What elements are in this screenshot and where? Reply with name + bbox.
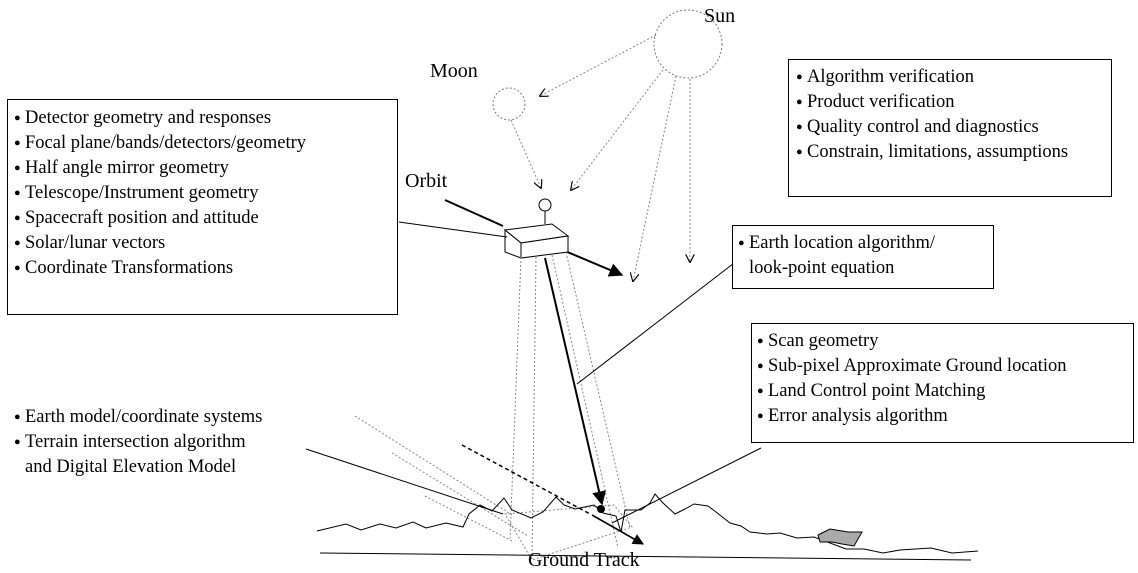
list-item: ●Terrain intersection algorithm	[14, 430, 314, 455]
ground-track-label: Ground Track	[528, 549, 640, 571]
bullet-icon: ●	[796, 71, 803, 83]
orbit-arrow-out	[564, 250, 624, 277]
fov-line	[531, 256, 537, 561]
bullet-icon: ●	[14, 436, 21, 448]
list-item: ●Coordinate Transformations	[14, 256, 397, 281]
bullet-icon: ●	[14, 411, 21, 423]
fov-line	[551, 254, 619, 549]
sun-label: Sun	[704, 5, 736, 27]
leader-earth-location	[576, 259, 739, 385]
moon-label: Moon	[430, 60, 478, 82]
bullet-icon: ●	[757, 335, 764, 347]
bullet-icon: ●	[757, 410, 764, 422]
bullet-icon: ●	[14, 262, 21, 274]
list-item: ●Solar/lunar vectors	[14, 231, 397, 256]
geometry-box: ●Detector geometry and responses ●Focal …	[7, 99, 398, 315]
bullet-icon: ●	[14, 212, 21, 224]
list-item: ●Product verification	[796, 90, 1111, 115]
leader-earth-model	[305, 448, 504, 515]
bullet-icon: ●	[14, 162, 21, 174]
spacecraft	[503, 198, 570, 259]
bullet-icon: ●	[796, 146, 803, 158]
list-item: ●Spacecraft position and attitude	[14, 206, 397, 231]
bullet-icon: ●	[14, 137, 21, 149]
bullet-icon: ●	[796, 121, 803, 133]
ground-track-dash	[461, 444, 591, 515]
sun-to-spacecraft-ray	[571, 69, 664, 190]
bullet-icon: ●	[14, 237, 21, 249]
list-item: look-point equation	[749, 258, 895, 278]
list-item: ●Quality control and diagnostics	[796, 115, 1111, 140]
list-item: ●Earth location algorithm/	[738, 231, 993, 256]
sun-to-moon-ray	[540, 34, 657, 96]
bullet-icon: ●	[796, 96, 803, 108]
terrain-profile	[316, 493, 979, 554]
bullet-icon: ●	[14, 112, 21, 124]
bullet-icon: ●	[757, 360, 764, 372]
list-item: ●Earth model/coordinate systems	[14, 405, 314, 430]
fov-line	[565, 251, 631, 529]
look-vector	[544, 257, 606, 506]
orbit-arrow-in	[444, 199, 504, 227]
bullet-icon: ●	[738, 237, 745, 249]
verification-box: ●Algorithm verification ●Product verific…	[788, 59, 1112, 197]
footprint-edge	[391, 452, 529, 537]
moon-circle	[492, 87, 526, 121]
list-item: ●Error analysis algorithm	[757, 404, 1133, 429]
earth-model-box: ●Earth model/coordinate systems ●Terrain…	[14, 405, 314, 485]
footprint-edge	[354, 415, 513, 516]
sun-ray-middle	[633, 75, 677, 281]
list-item: and Digital Elevation Model	[25, 457, 237, 477]
fov-line	[509, 256, 522, 541]
list-item: ●Sub-pixel Approximate Ground location	[757, 354, 1133, 379]
list-item: ●Algorithm verification	[796, 65, 1111, 90]
list-item: ●Half angle mirror geometry	[14, 156, 397, 181]
earth-location-box: ●Earth location algorithm/ look-point eq…	[732, 225, 994, 289]
list-item: ●Telescope/Instrument geometry	[14, 181, 397, 206]
leader-geometry	[398, 221, 508, 238]
look-point	[597, 505, 605, 513]
ground-track-arrow	[591, 514, 644, 545]
footprint-edge	[424, 495, 515, 543]
list-item: ●Scan geometry	[757, 329, 1133, 354]
list-item: ●Detector geometry and responses	[14, 106, 397, 131]
bullet-icon: ●	[14, 187, 21, 199]
ground-baseline	[319, 552, 972, 561]
orbit-label: Orbit	[405, 170, 448, 192]
list-item: ●Constrain, limitations, assumptions	[796, 140, 1111, 165]
moon-to-spacecraft-ray	[510, 119, 541, 188]
list-item: ●Focal plane/bands/detectors/geometry	[14, 131, 397, 156]
list-item: ●Land Control point Matching	[757, 379, 1133, 404]
lake-shape	[817, 528, 863, 547]
bullet-icon: ●	[757, 385, 764, 397]
scan-box: ●Scan geometry ●Sub-pixel Approximate Gr…	[751, 323, 1134, 443]
sun-circle	[653, 9, 723, 79]
leader-scan	[611, 447, 762, 524]
